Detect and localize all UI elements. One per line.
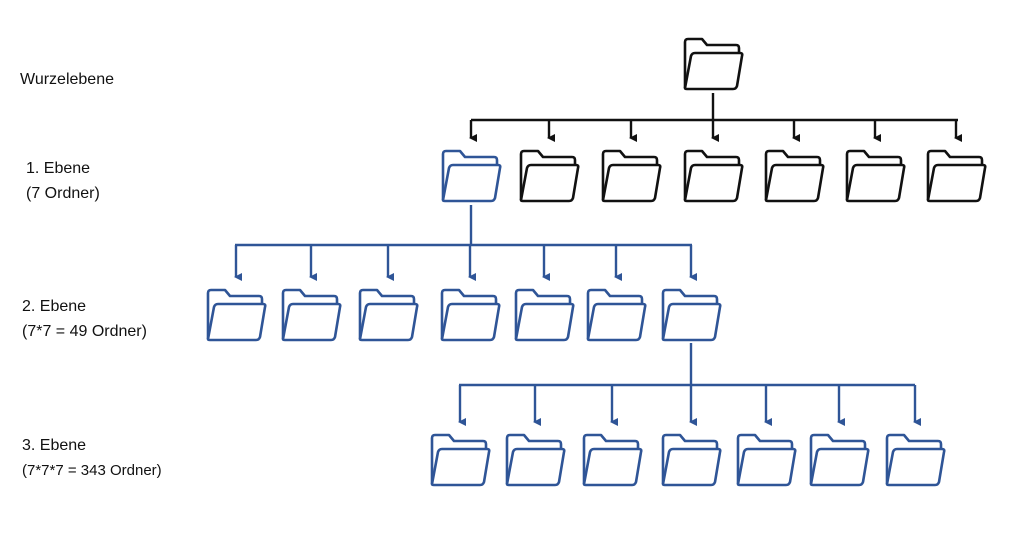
level-2-folder-icon <box>281 288 342 342</box>
level-3-folder-icon <box>809 433 870 487</box>
level-2-folder-icon <box>661 288 722 342</box>
level-3-folder-icon <box>736 433 797 487</box>
level-2-folder-icon <box>358 288 419 342</box>
level-2-title: 2. Ebene <box>22 298 87 315</box>
level-1-title: 1. Ebene <box>26 160 91 177</box>
level-2-folder-icon <box>206 288 267 342</box>
level-3-folder-icon <box>430 433 491 487</box>
level-1-folder-icon <box>845 149 906 203</box>
level-1-folder-icon <box>519 149 580 203</box>
level-1-folder-icon <box>601 149 662 203</box>
level-3-folder-icon <box>505 433 566 487</box>
level-3-folder-icon <box>661 433 722 487</box>
level-3-subtitle: (7*7*7 = 343 Ordner) <box>22 462 162 479</box>
level-1-folder-icon <box>683 149 744 203</box>
level-3-folder-icon <box>885 433 946 487</box>
level-root-title: Wurzelebene <box>20 71 114 88</box>
level-2-subtitle: (7*7 = 49 Ordner) <box>22 323 147 340</box>
level-1-folder-icon <box>441 149 502 203</box>
level-1-folder-icon <box>764 149 825 203</box>
level-1-folder-icon <box>926 149 987 203</box>
level-3-folder-icon <box>582 433 643 487</box>
root-folder-icon <box>683 37 744 91</box>
level-3-title: 3. Ebene <box>22 437 87 454</box>
level-2-folder-icon <box>586 288 647 342</box>
level-2-folder-icon <box>440 288 501 342</box>
level-2-folder-icon <box>514 288 575 342</box>
level-1-subtitle: (7 Ordner) <box>26 185 100 202</box>
